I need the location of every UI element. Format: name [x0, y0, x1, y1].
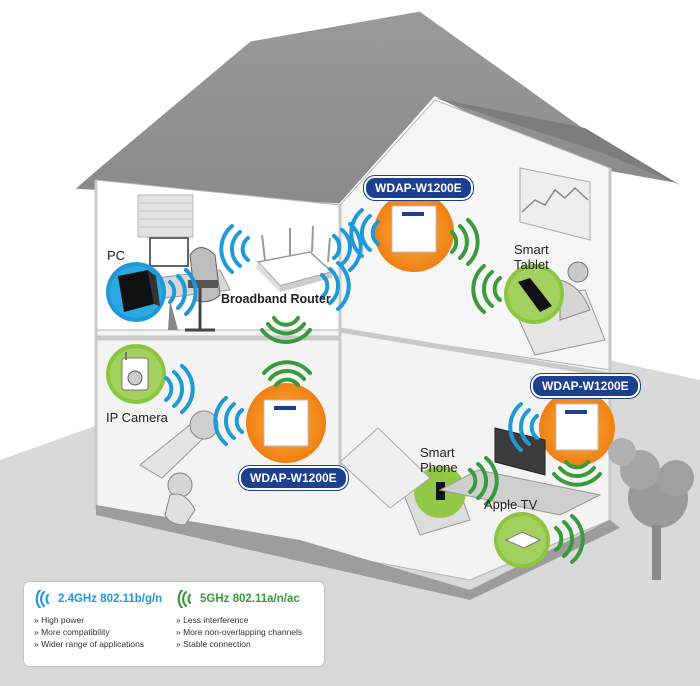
- smart-tablet-icon: [504, 264, 564, 324]
- phone-label-line2: Phone: [420, 460, 458, 475]
- legend-item: More non-overlapping channels: [176, 626, 302, 638]
- green-signal-waves: [260, 218, 602, 564]
- legend-5ghz-title: 5GHz 802.11a/n/ac: [200, 593, 300, 605]
- ap-left-icon: [246, 383, 326, 463]
- pc-icon: [106, 262, 166, 322]
- legend: 2.4GHz 802.11b/g/n High power More compa…: [24, 582, 324, 666]
- phone-label-line1: Smart: [420, 445, 455, 460]
- legend-24ghz: 2.4GHz 802.11b/g/n High power More compa…: [34, 590, 162, 650]
- legend-24ghz-title: 2.4GHz 802.11b/g/n: [58, 593, 163, 605]
- ap-top-icon: [374, 192, 454, 272]
- ap-left-badge: WDAP-W1200E: [239, 466, 348, 490]
- blue-wifi-wave-icon: [35, 590, 50, 608]
- wall-picture: [519, 167, 591, 241]
- legend-item: Stable connection: [176, 638, 302, 650]
- legend-5ghz: 5GHz 802.11a/n/ac Less interference More…: [176, 590, 302, 650]
- legend-5ghz-list: Less interference More non-overlapping c…: [176, 614, 302, 650]
- window-blinds: [137, 194, 194, 238]
- router-icon: [256, 225, 334, 292]
- tablet-label-line1: Smart: [514, 242, 549, 257]
- roof: [68, 8, 681, 207]
- ap-right-icon: [539, 390, 615, 466]
- legend-item: Less interference: [176, 614, 302, 626]
- appletv-label: Apple TV: [484, 497, 538, 512]
- legend-item: Wider range of applications: [34, 638, 162, 650]
- blue-signal-waves: [164, 208, 539, 452]
- legend-24ghz-list: High power More compatibility Wider rang…: [34, 614, 162, 650]
- legend-item: High power: [34, 614, 162, 626]
- apple-tv-icon: [494, 512, 550, 568]
- green-wifi-wave-icon: [177, 590, 192, 608]
- tablet-label-line2: Tablet: [514, 257, 549, 272]
- tree-icon: [608, 438, 694, 580]
- legend-item: More compatibility: [34, 626, 162, 638]
- router-label: Broadband Router: [221, 292, 331, 306]
- ip-camera-icon: [106, 344, 166, 404]
- door: [339, 427, 431, 509]
- ap-top-badge: WDAP-W1200E: [364, 176, 473, 200]
- playroom: [139, 410, 219, 526]
- ap-right-badge: WDAP-W1200E: [531, 374, 640, 398]
- camera-label: IP Camera: [106, 410, 168, 425]
- pc-label: PC: [107, 248, 126, 263]
